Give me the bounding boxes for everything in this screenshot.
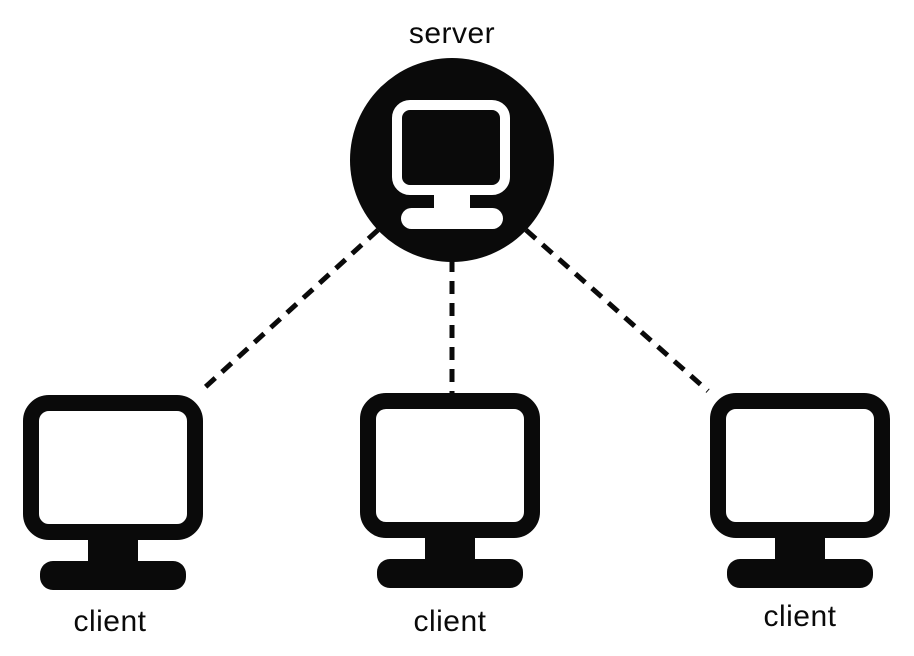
client-label-left: client (73, 605, 146, 638)
client-monitor-icon-right (718, 401, 882, 588)
connection-lines (199, 228, 710, 394)
server-label: server (409, 17, 495, 50)
client-label-middle: client (413, 605, 486, 638)
server-circle (350, 58, 554, 262)
server-monitor-icon (392, 100, 510, 229)
client-monitor-icon-middle (368, 401, 532, 588)
client-monitor-icon-left (31, 403, 195, 590)
client-label-right: client (763, 600, 836, 633)
connection-server-client-left (199, 228, 380, 393)
server-node (350, 58, 554, 262)
connection-server-client-right (524, 228, 710, 393)
